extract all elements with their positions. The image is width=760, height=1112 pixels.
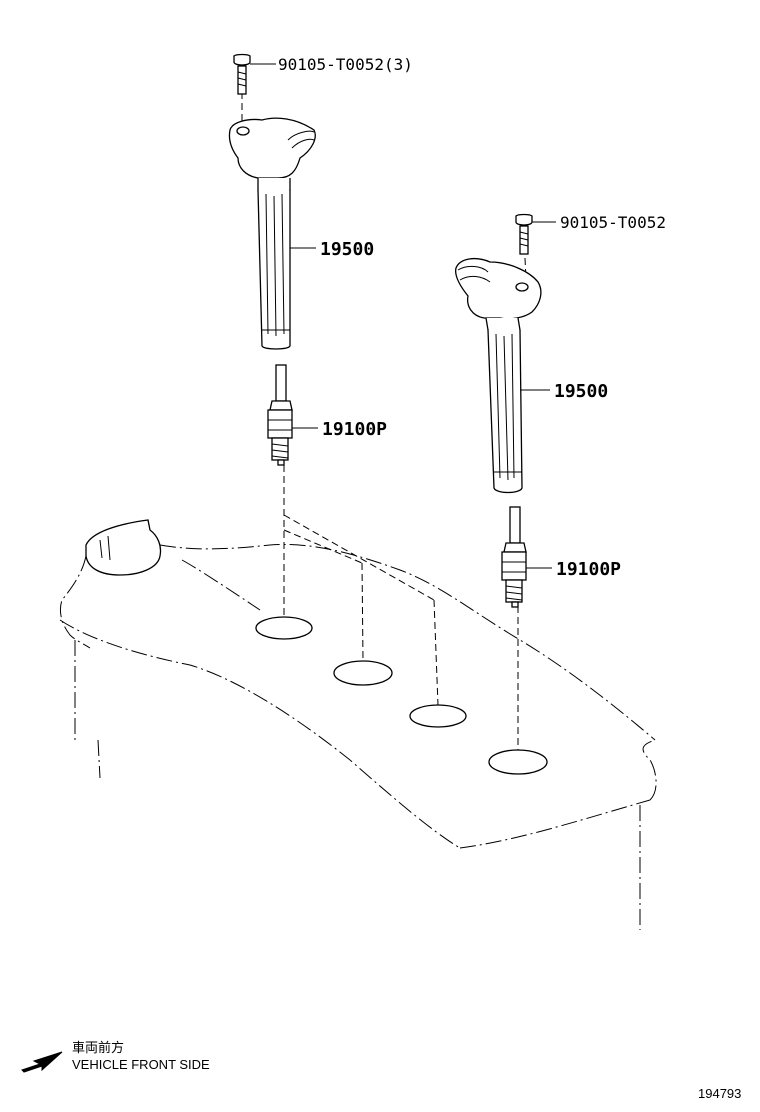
cylinder-head-outline <box>59 519 657 930</box>
vehicle-front-legend: 車両前方 VEHICLE FRONT SIDE <box>21 1040 210 1073</box>
ignition-coil-left <box>228 117 316 350</box>
plug-hole-2 <box>333 660 393 686</box>
callout-plug-right: 19100P <box>556 559 621 580</box>
ignition-coil-right <box>454 257 542 494</box>
front-label-jp: 車両前方 <box>72 1040 124 1055</box>
bolt-left <box>233 53 251 95</box>
callout-bolt-left: 90105-T0052(3) <box>278 55 413 74</box>
callout-coil-left: 19500 <box>320 239 374 260</box>
figure-number: 194793 <box>698 1086 741 1101</box>
plug-hole-3 <box>409 704 467 728</box>
spark-plug-right <box>501 506 527 608</box>
callout-coil-right: 19500 <box>554 381 608 402</box>
spark-plug-left <box>267 364 293 466</box>
plug-hole-4 <box>488 749 548 775</box>
callout-bolt-right: 90105-T0052 <box>560 213 666 232</box>
front-arrow-icon <box>21 1051 63 1073</box>
bolt-right <box>515 213 533 255</box>
callout-plug-left: 19100P <box>322 419 387 440</box>
plug-hole-1 <box>255 616 313 640</box>
front-label-en: VEHICLE FRONT SIDE <box>72 1057 210 1072</box>
leader-lines <box>250 63 556 569</box>
